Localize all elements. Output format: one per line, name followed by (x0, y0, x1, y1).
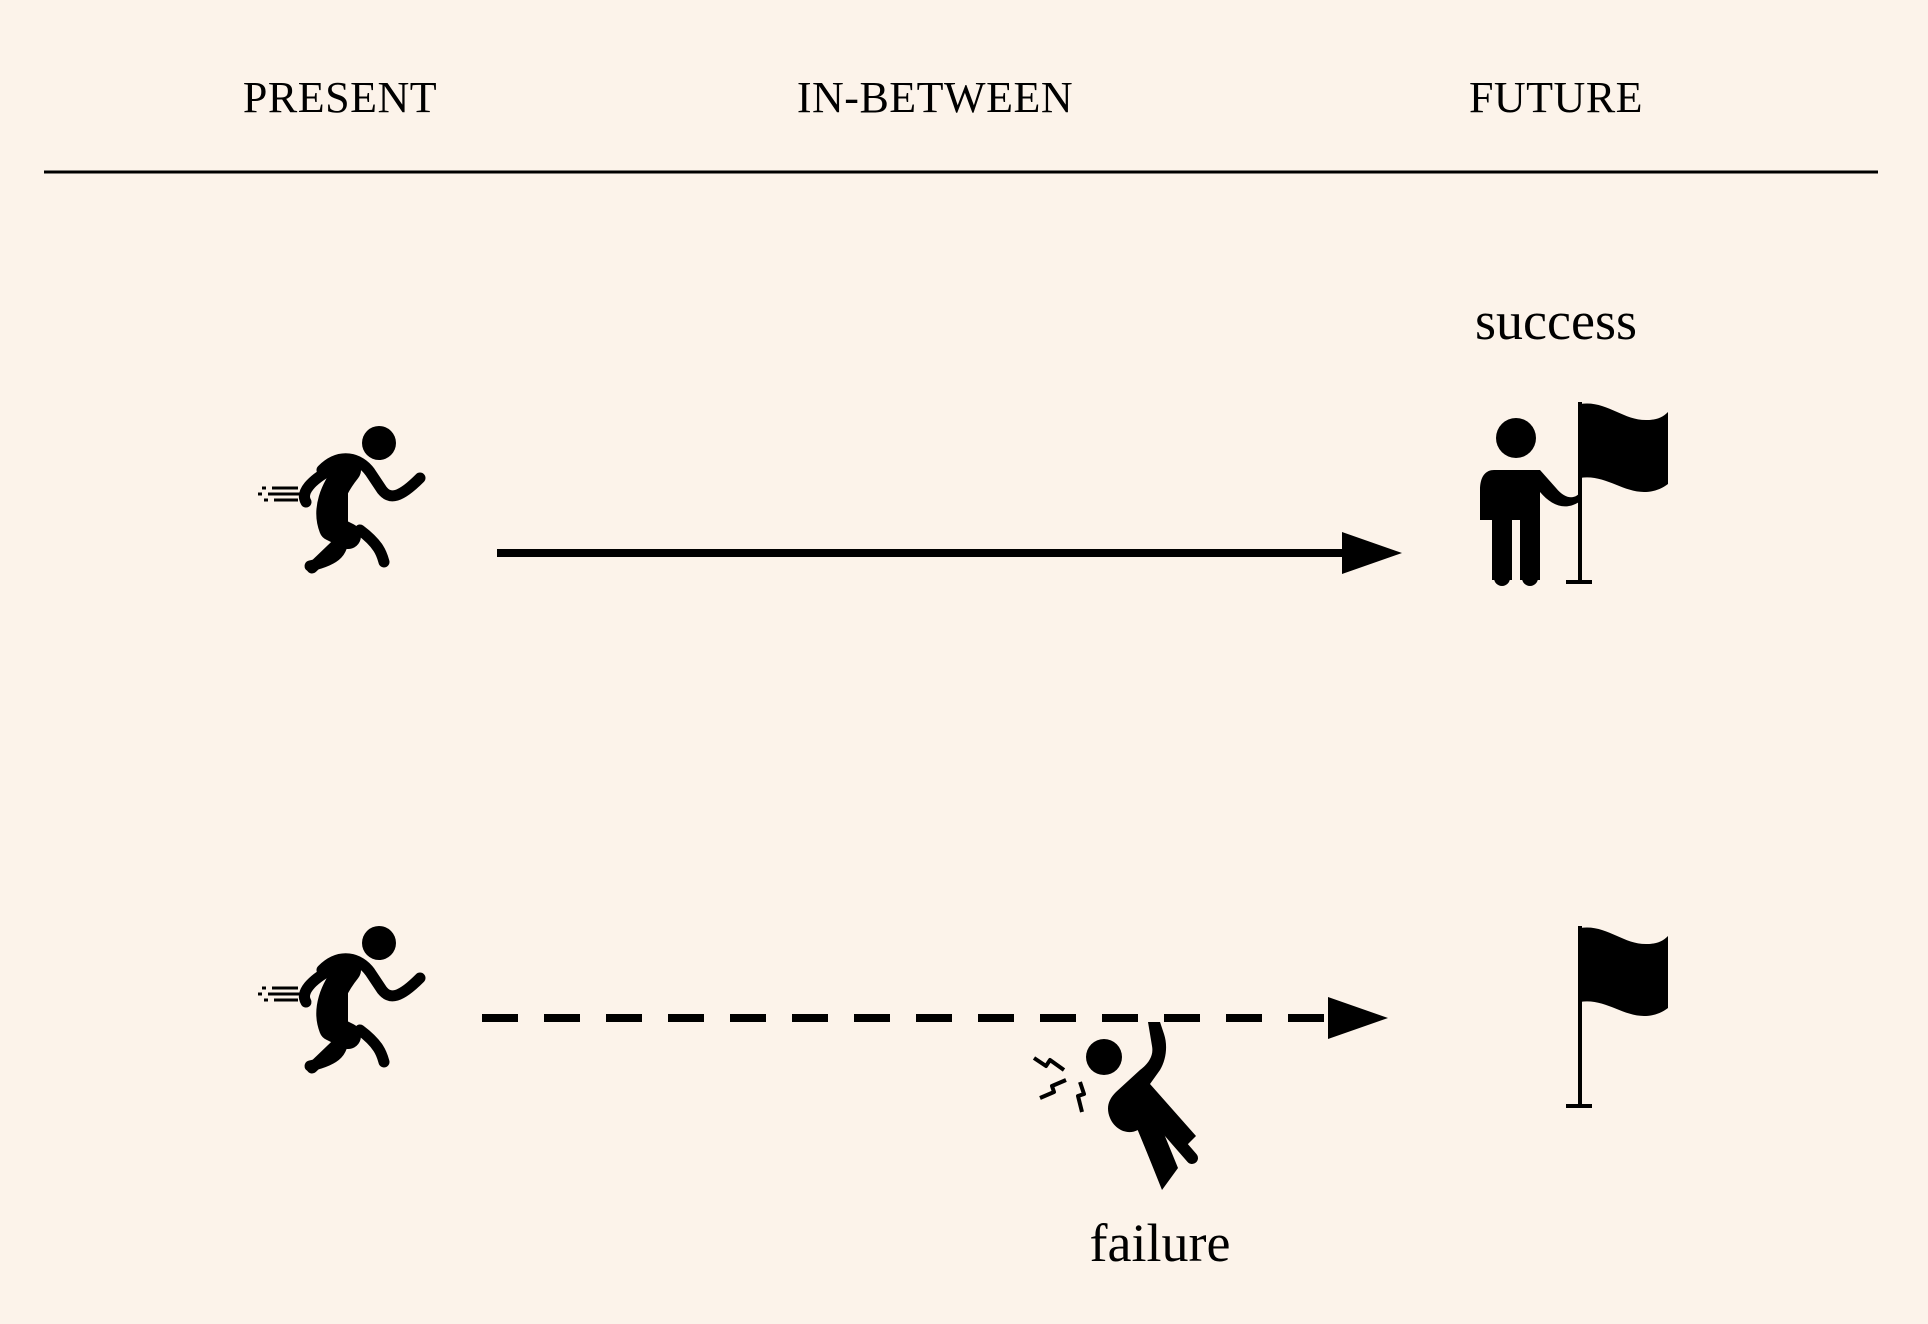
column-header-in-between: IN-BETWEEN (796, 73, 1074, 122)
success-label: success (1475, 291, 1637, 351)
person-with-flag-icon (1480, 402, 1668, 586)
failure-path-arrowhead (1328, 997, 1388, 1039)
success-path-arrowhead (1342, 532, 1402, 574)
column-header-present: PRESENT (242, 73, 438, 122)
flag-icon (1566, 926, 1668, 1108)
falling-person-icon (1032, 1022, 1198, 1190)
running-person-icon (258, 926, 426, 1074)
running-person-icon (258, 426, 426, 574)
failure-label: failure (1089, 1213, 1231, 1273)
column-header-future: FUTURE (1468, 73, 1644, 122)
